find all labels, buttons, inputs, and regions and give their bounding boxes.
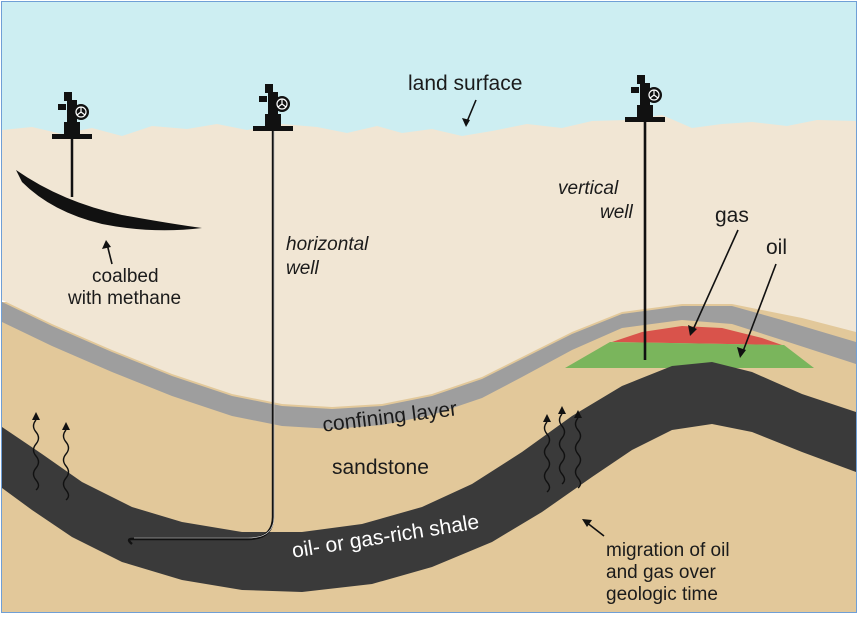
coalbed: [16, 170, 202, 231]
horizontal-well: [127, 130, 275, 545]
coalbed-label-line1: coalbed: [92, 266, 159, 287]
migration-arrow-icon: [558, 406, 566, 485]
migration-label-line3: geologic time: [606, 584, 718, 605]
sandstone-label: sandstone: [332, 456, 429, 479]
sky: [2, 2, 856, 142]
confining-layer: [2, 302, 856, 429]
oil-label: oil: [766, 236, 787, 259]
vertical-well-label-line2: well: [600, 202, 634, 223]
migration-arrow-icon: [62, 422, 70, 501]
horizontal-well-label-line1: horizontal: [286, 234, 369, 255]
land-surface-label: land surface: [408, 72, 522, 95]
horizontal-well-label-line2: well: [286, 258, 320, 279]
migration-label-line2: and gas over: [606, 562, 717, 583]
migration-arrow-icon: [574, 410, 582, 489]
coalbed-label-line2: with methane: [67, 288, 181, 309]
shale-layer: [2, 362, 856, 592]
migration-label-line1: migration of oil: [606, 540, 730, 561]
migration-arrow-icon: [543, 414, 551, 493]
gas-trap: [612, 326, 782, 345]
migration-arrow-icon: [32, 412, 40, 491]
upper-rock-layer: [2, 115, 856, 407]
gas-label: gas: [715, 204, 749, 227]
oil-trap: [565, 342, 814, 368]
vertical-well-label-line1: vertical: [558, 178, 619, 199]
